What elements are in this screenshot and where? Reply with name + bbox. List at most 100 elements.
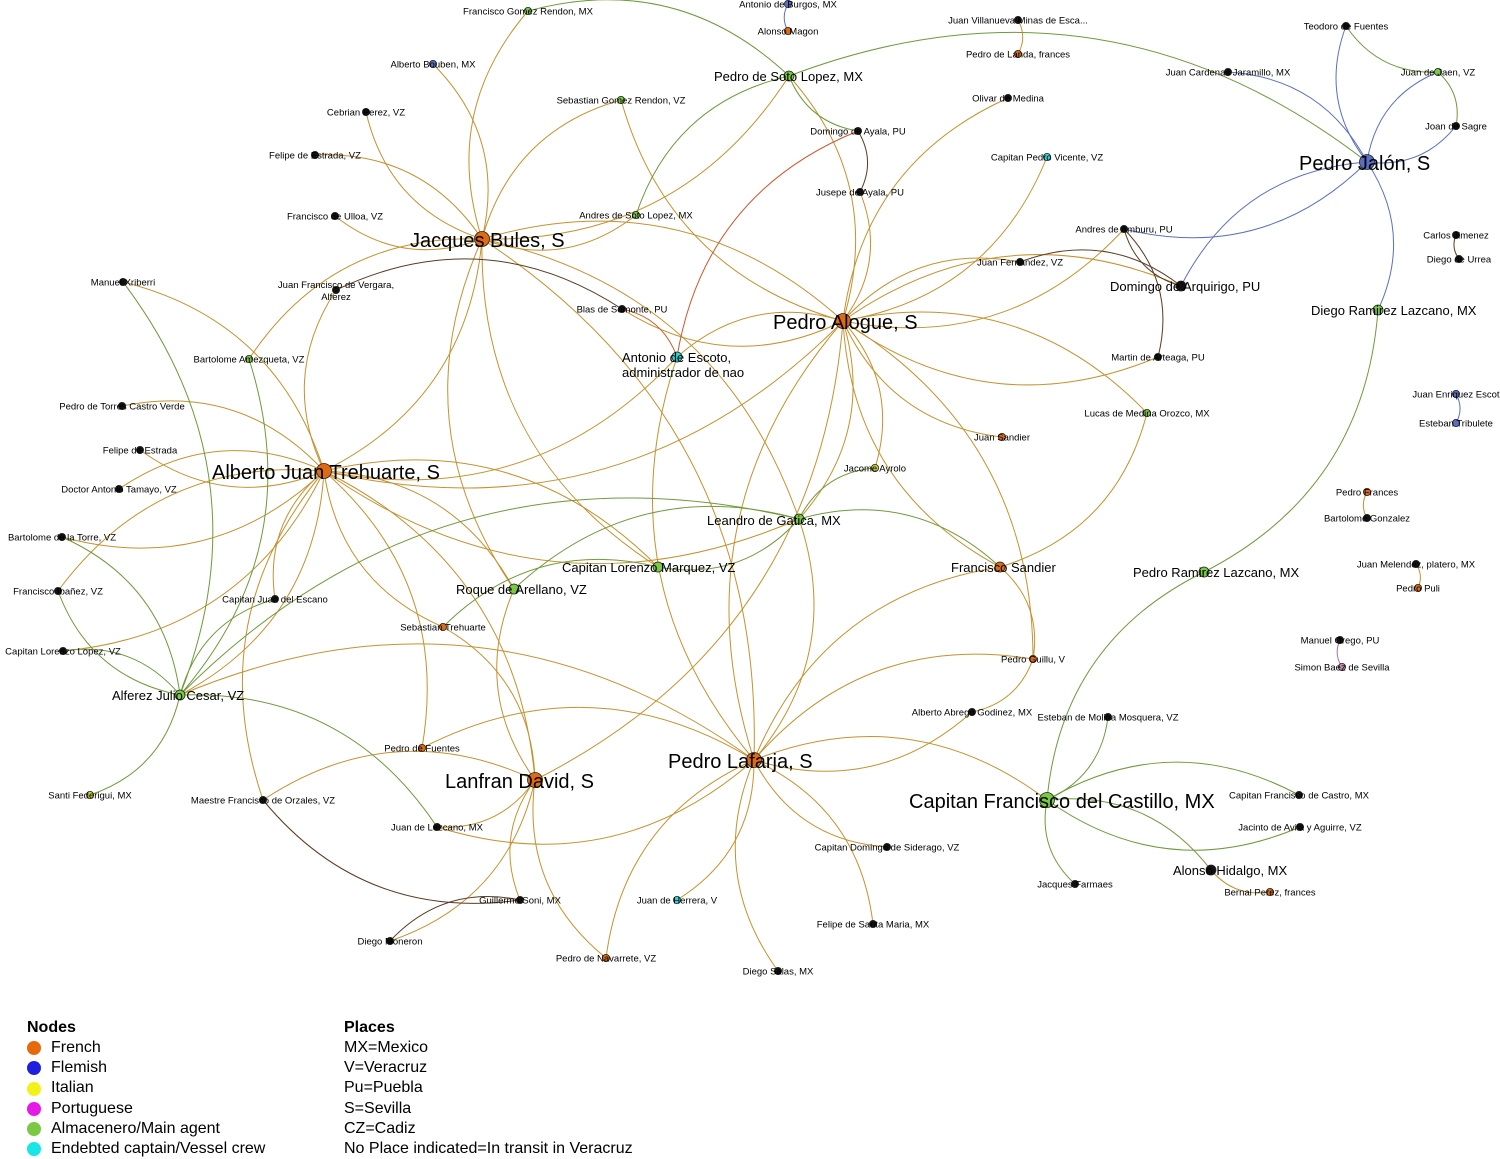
graph-edge: [842, 320, 1003, 438]
graph-edge: [676, 311, 844, 358]
node-dot: [310, 150, 319, 159]
graph-edge: [389, 779, 536, 942]
node-label: Alberto Juan Trehuarte, S: [212, 462, 440, 484]
graph-node-torres: Pedro de Torres Castro Verde: [59, 402, 185, 413]
graph-edge: [122, 281, 214, 696]
graph-edge: [1123, 228, 1164, 358]
legend-item-label: Italian: [51, 1079, 94, 1097]
node-dot: [856, 187, 865, 196]
graph-node-strehuarte: Sebastian Trehuarte: [400, 623, 486, 634]
node-dot: [1336, 636, 1345, 645]
node-dot: [968, 708, 977, 717]
node-dot: [673, 896, 682, 905]
node-dot: [1004, 94, 1013, 103]
graph-edge: [728, 320, 844, 761]
node-label: Diego Ramirez Lazcano, MX: [1311, 303, 1477, 318]
graph-edge: [436, 779, 536, 828]
graph-edge: [335, 258, 623, 310]
node-dot: [617, 96, 626, 105]
graph-node-bouben: Alberto Bouben, MX: [390, 60, 476, 71]
crew-dot-icon: [27, 1142, 41, 1157]
node-label: Capitan Domingo de Siderago, VZ: [815, 843, 960, 854]
node-label: Jacinto de Avila y Aguirre, VZ: [1238, 823, 1362, 834]
node-label: Jacques Farmaes: [1037, 880, 1113, 891]
graph-edge: [323, 470, 800, 565]
node-dot: [86, 791, 95, 800]
graph-edge: [436, 759, 755, 845]
node-dot: [316, 463, 332, 479]
node-label: Alberto Bouben, MX: [390, 60, 476, 71]
node-dot: [118, 401, 127, 410]
graph-edge: [1180, 161, 1368, 287]
graph-edge: [1366, 161, 1395, 311]
graph-edge: [1345, 25, 1439, 73]
graph-edge: [798, 509, 1001, 568]
node-label: Pedro de Soto Lopez, MX: [714, 69, 863, 84]
node-label: Diego Moneron: [358, 937, 423, 948]
legend-place: S=Sevilla: [344, 1099, 412, 1117]
node-label: Cebrian Perez, VZ: [327, 108, 405, 119]
node-label: Felipe de Santa Maria, MX: [817, 920, 930, 931]
node-dot: [1104, 713, 1113, 722]
graph-edge: [842, 156, 1048, 322]
node-label: Lanfran David, S: [445, 771, 594, 793]
graph-edge: [61, 470, 325, 549]
graph-edge: [842, 320, 1159, 386]
node-label: Diego Salas, MX: [743, 967, 814, 978]
graph-edge: [788, 31, 1368, 163]
node-label: Joan de Sagre: [1425, 122, 1487, 133]
graph-edge: [527, 0, 790, 77]
node-label: Bernal Perez, frances: [1224, 888, 1316, 899]
graph-edge: [788, 75, 857, 322]
node-label: Santi Federigui, MX: [48, 791, 132, 802]
graph-edge: [179, 598, 276, 696]
node-label: Alberto Abrego Godinez, MX: [912, 708, 1033, 719]
graph-node-guillu: Pedro Guillu, V: [1001, 655, 1066, 666]
node-dot: [784, 0, 793, 8]
node-dot: [869, 920, 878, 929]
node-dot: [602, 954, 611, 963]
node-label: Capitan Juan del Escano: [222, 595, 328, 606]
node-dot: [1224, 68, 1233, 77]
graph-edge: [676, 130, 859, 358]
graph-node-ramirez2: Pedro Ramirez Lazcano, MX: [1133, 565, 1300, 580]
node-label: Capitan Lorenzo Lopez, VZ: [5, 647, 121, 658]
graph-edge: [842, 97, 1009, 322]
node-dot: [1154, 352, 1163, 361]
graph-edge: [753, 736, 1048, 801]
node-label: Pedro Ramirez Lazcano, MX: [1133, 565, 1300, 580]
graph-edge: [303, 289, 337, 472]
graph-edge: [676, 759, 755, 901]
graph-edge: [179, 470, 325, 696]
graph-edge: [753, 566, 1001, 761]
graph-edge: [842, 320, 1034, 660]
node-dot: [428, 60, 437, 69]
graph-edge: [262, 750, 536, 801]
flemish-dot-icon: [27, 1061, 41, 1076]
node-label: Jacome Ayrolo: [844, 464, 906, 475]
graph-node-fuentes1: Pedro de Fuentes: [384, 744, 460, 755]
graph-edge: [323, 470, 428, 749]
legend-places-title: Places: [344, 1019, 395, 1036]
node-dot: [135, 445, 144, 454]
graph-node-fernandez: Juan Fernandez, VZ: [977, 258, 1063, 269]
node-label: Sebastian Trehuarte: [400, 623, 486, 634]
graph-node-xriberri: Manuel Xriberri: [91, 278, 155, 289]
graph-edge: [323, 470, 444, 628]
node-dot: [671, 351, 683, 363]
node-label: Domingo de Ayala, PU: [810, 127, 906, 138]
graph-edge: [248, 238, 483, 360]
graph-node-lezcano: Juan de Lezcano, MX: [391, 823, 484, 834]
node-dot: [115, 484, 124, 493]
node-dot: [618, 304, 627, 313]
legend-nodes: Nodes French Flemish Italian Portuguese …: [27, 1018, 265, 1159]
node-label: Alonso Magon: [758, 27, 819, 38]
graph-edge: [605, 759, 755, 959]
node-label: Francisco Ibañez, VZ: [13, 587, 103, 598]
graph-node-orego: Manuel Orego, PU: [1301, 636, 1380, 647]
node-dot: [527, 772, 543, 788]
graph-edge: [798, 320, 854, 520]
node-label: Pedro Jalón, S: [1299, 153, 1430, 175]
graph-edge: [1046, 571, 1205, 801]
graph-edge: [999, 566, 1036, 660]
